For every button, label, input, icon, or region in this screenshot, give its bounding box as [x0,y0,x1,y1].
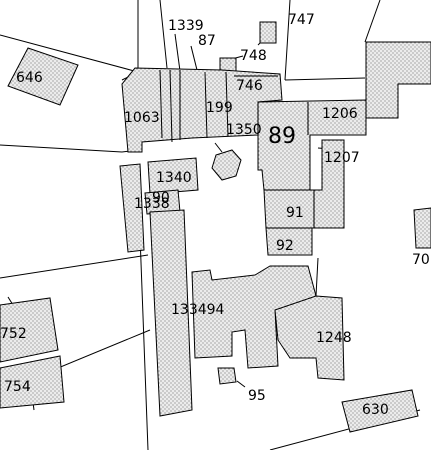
label-747: 747 [288,12,315,28]
building-92 [265,227,313,256]
building-752 [0,297,59,363]
label-752: 752 [0,326,27,342]
building-630 [341,389,419,433]
building-1248 [274,295,345,381]
label-746: 746 [236,78,263,94]
building-70 [413,207,431,249]
label-630: 630 [362,402,389,418]
label-92: 92 [276,238,294,254]
label-1206: 1206 [322,106,358,122]
label-199: 199 [206,100,233,116]
label-1207: 1207 [324,150,360,166]
building-1340 [147,157,199,195]
label-1339: 1339 [168,18,204,34]
building-754 [0,355,65,409]
label-133494: 133494 [171,302,225,318]
building-west-strip [119,163,145,253]
label-95: 95 [248,388,266,404]
label-90: 90 [152,190,170,206]
label-1350: 1350 [226,122,262,138]
label-87: 87 [198,33,216,49]
building-ne-corner [365,41,431,119]
building-747 [259,21,277,44]
label-754: 754 [4,379,31,395]
label-1338: 1338 [134,196,170,212]
building-646 [7,47,79,106]
parcel-labels: 646 1339 87 747 748 746 1063 199 1350 89… [0,12,430,418]
label-70: 70 [412,252,430,268]
building-95 [217,367,237,385]
buildings [0,21,431,433]
building-133494 [149,209,193,417]
label-748: 748 [240,48,267,64]
building-91 [263,189,315,229]
label-646: 646 [16,70,43,86]
label-1340: 1340 [156,170,192,186]
label-91: 91 [286,205,304,221]
courtyard-well [211,149,242,181]
label-89: 89 [268,124,296,149]
label-1248: 1248 [316,330,352,346]
label-1063: 1063 [124,110,160,126]
